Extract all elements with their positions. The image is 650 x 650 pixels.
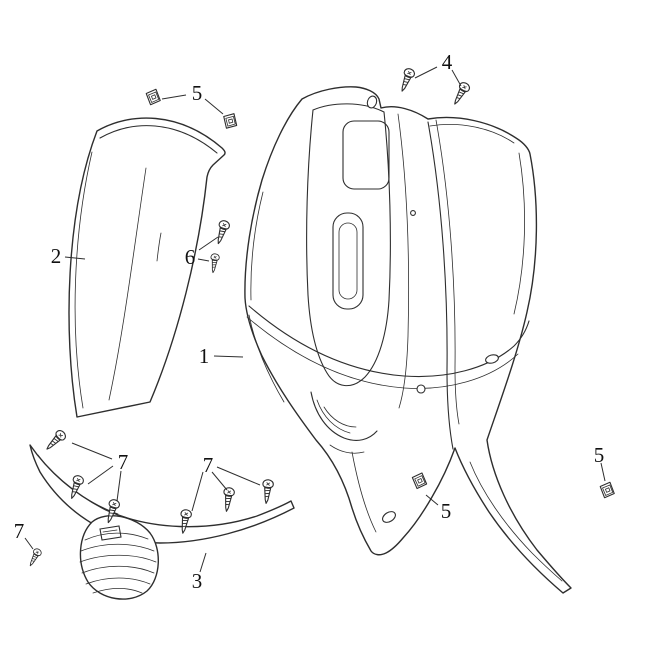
part-1-leg-inner-line: [351, 451, 377, 533]
part-2-outline: [68, 117, 226, 418]
screw-6b-icon: [208, 252, 221, 274]
part-1-left-edge-contour-bottom: [248, 314, 285, 403]
screw-7g-icon: [26, 547, 43, 569]
part-3-grille-outline: [79, 515, 159, 600]
leader-line-5-right: [600, 462, 606, 482]
callout-label-7-lower: 7: [14, 519, 25, 543]
part-1-keel-arc-inner: [323, 406, 357, 428]
callout-label-1: 1: [199, 344, 210, 368]
part-1-right-leg-contour: [469, 461, 563, 582]
callout-label-5-center: 5: [441, 499, 452, 523]
part-1-small-boss-hole: [410, 210, 416, 216]
leader-line-5b: [204, 98, 224, 115]
screw-7f-icon: [260, 478, 275, 505]
part-1-seam-lower: [246, 316, 519, 389]
leader-line-1: [213, 355, 244, 358]
leader-line-7b1: [191, 471, 204, 512]
part-2-left-contour: [74, 151, 93, 409]
clip-5b-icon: [222, 112, 239, 130]
callout-label-3: 3: [192, 569, 203, 593]
part-2-top-edge-line: [99, 125, 218, 154]
leader-line-7a1: [71, 442, 113, 460]
part-1-wing-crease-a: [427, 121, 454, 450]
clip-5a-icon: [145, 88, 162, 106]
screw-7e-icon: [220, 486, 236, 513]
part-1-front-shield-panel: [244, 86, 572, 594]
part-1-seam-upper: [248, 305, 530, 378]
part-3-emblem-line: [102, 529, 118, 533]
clip-5d-icon: [599, 481, 616, 499]
callout-label-7-right: 7: [203, 453, 214, 477]
callout-label-2: 2: [51, 244, 62, 268]
part-3-emblem-plate: [99, 525, 122, 541]
screw-4a-icon: [396, 66, 417, 94]
part-1-leg-slot-hole: [382, 511, 396, 523]
part-1-keel-arc-outer: [310, 391, 378, 441]
part-1-top-tab-hole: [366, 95, 378, 109]
screw-6a-icon: [212, 218, 232, 246]
part-1-keel-arc-mid: [316, 399, 351, 434]
callout-label-4: 4: [442, 50, 453, 74]
part-3-band-outline: [29, 444, 295, 544]
part-1-face-right-contour: [397, 113, 409, 409]
part-1-slot-outer: [332, 212, 364, 310]
leader-line-7a3: [116, 470, 122, 502]
part-1-wing-top-edge: [429, 124, 515, 144]
part-1-keel-base-line: [329, 444, 365, 454]
leader-line-7b3: [216, 466, 261, 486]
callout-label-7-upper: 7: [118, 450, 129, 474]
part-1-inner-face: [306, 103, 391, 387]
part-1-lower-boss-hole: [416, 384, 426, 394]
leader-line-7a2: [87, 465, 114, 485]
part-1-slot-inner: [338, 222, 358, 300]
callout-label-5-right: 5: [594, 443, 605, 467]
part-1-left-edge-contour-top: [250, 191, 264, 301]
leader-line-7c: [24, 537, 34, 550]
leader-line-6b: [197, 258, 210, 262]
part-2-front-cover-panel: [68, 117, 226, 418]
leader-line-3: [199, 552, 207, 573]
callout-label-5-top: 5: [192, 81, 203, 105]
part-1-wing-edge-contour: [513, 152, 525, 315]
leader-line-6a: [198, 236, 219, 251]
leader-line-5-center: [425, 494, 439, 506]
part-1-wing-slot-hole: [485, 354, 499, 364]
leader-line-7b2: [211, 471, 228, 491]
part-1-top-recess: [342, 120, 390, 190]
screw-7a-icon: [42, 428, 68, 454]
part-3-lower-grille-trim: [29, 444, 295, 600]
callout-labels: 1 2 3 4 5 5 5 6 7 7 7: [14, 50, 605, 593]
leader-line-4b: [451, 69, 462, 87]
leader-line-4a: [414, 66, 438, 79]
leader-line-2: [64, 256, 86, 260]
leader-lines: [24, 66, 606, 573]
callout-label-6: 6: [185, 245, 196, 269]
part-2-detail-dash: [156, 232, 162, 262]
leader-line-5a: [161, 94, 187, 100]
part-2-crease-line: [108, 167, 147, 401]
part-1-wing-crease-b: [435, 119, 460, 425]
part-3-grille-slats: [79, 532, 157, 594]
